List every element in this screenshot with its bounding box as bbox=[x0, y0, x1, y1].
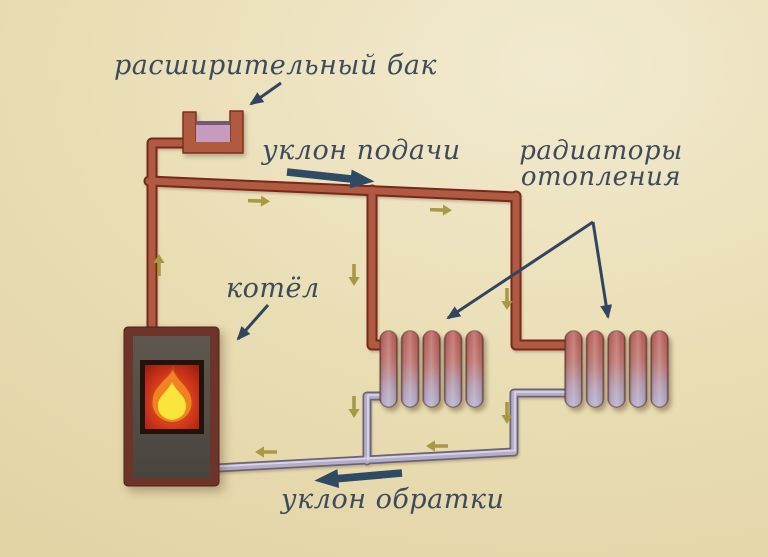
expansion-tank-pointer bbox=[249, 81, 282, 106]
flow-arrow-left bbox=[426, 440, 448, 452]
radiator-coil bbox=[423, 331, 440, 407]
label-return-slope: уклон обратки bbox=[281, 484, 505, 515]
tank-water bbox=[196, 121, 230, 142]
flow-arrow-right bbox=[429, 204, 453, 216]
radiator-coil bbox=[629, 331, 647, 407]
boiler bbox=[123, 326, 220, 487]
label-radiators: радиаторы отопления bbox=[518, 138, 684, 190]
label-radiators-line2: отопления bbox=[520, 162, 682, 192]
radiator-coil bbox=[586, 331, 604, 407]
return-pipe bbox=[211, 388, 573, 473]
supply-pipe bbox=[143, 137, 574, 351]
flame-icon bbox=[151, 365, 193, 424]
radiator-coil bbox=[466, 331, 483, 407]
radiator-coil bbox=[380, 331, 397, 407]
label-supply-slope: уклон подачи bbox=[262, 135, 461, 166]
radiator-2 bbox=[564, 330, 669, 408]
radiator-coil bbox=[565, 331, 582, 407]
boiler-pointer bbox=[236, 304, 270, 341]
flow-arrow-down bbox=[348, 396, 360, 418]
label-radiators-line1: радиаторы bbox=[519, 136, 683, 166]
label-expansion-tank: расширительный бак bbox=[114, 50, 438, 81]
radiator-coil bbox=[444, 331, 462, 407]
radiator-2-pointer bbox=[591, 221, 613, 319]
radiator-coil bbox=[608, 331, 625, 407]
label-pointers bbox=[236, 81, 613, 341]
flow-arrow-down bbox=[348, 264, 360, 286]
expansion-tank bbox=[182, 110, 244, 154]
label-boiler: котёл bbox=[226, 273, 320, 304]
radiator-coil bbox=[401, 331, 419, 407]
flow-arrow-right bbox=[247, 195, 271, 207]
radiator-coil bbox=[651, 331, 668, 407]
radiator-1-pointer bbox=[446, 220, 594, 320]
radiator-1 bbox=[379, 330, 484, 408]
flow-arrow-left bbox=[255, 446, 277, 458]
